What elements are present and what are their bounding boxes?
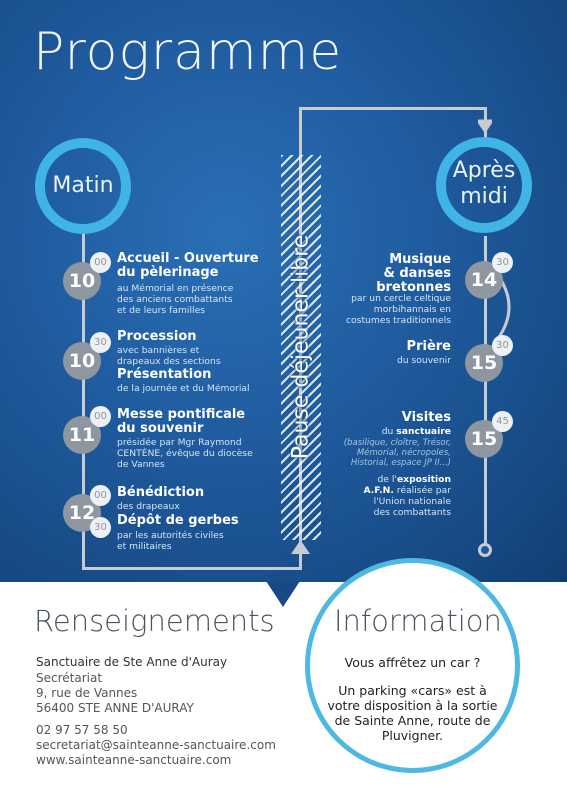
information-title: Information [334, 604, 502, 638]
arrow-right-icon [478, 119, 492, 134]
time-minute: 30 [492, 335, 513, 356]
event-desc-suffix: réalisée par l'Union nationale des comba… [373, 485, 451, 518]
time-minute: 30 [90, 332, 111, 353]
information-text: Un parking «cars» est à votre dispositio… [327, 683, 498, 743]
event-desc: du souvenir [396, 355, 451, 366]
event-desc-prefix: du [381, 426, 397, 437]
information-question: Vous affrêtez un car ? [344, 655, 481, 670]
event-desc: du sanctuaire [382, 426, 451, 437]
timeline-top [299, 107, 485, 110]
pause-hatch [281, 155, 321, 540]
event-desc: de l'exposition A.F.N. réalisée par l'Un… [363, 474, 451, 518]
time-hour: 15 [465, 420, 503, 458]
event-title: Prière [406, 339, 451, 354]
information-ring [305, 558, 520, 773]
event-desc: au Mémorial en présence des anciens comb… [117, 283, 234, 316]
apres-midi-ring [436, 137, 532, 233]
matin-ring [35, 138, 131, 234]
event-desc: par un cercle celtique morbihannais en c… [345, 293, 451, 326]
time-minute: 00 [90, 485, 111, 506]
apres-midi-label: Après midi [452, 158, 516, 209]
time-minute: 30 [492, 252, 513, 273]
timeline-bottom [82, 567, 302, 570]
arrow-up-icon [291, 540, 310, 554]
email-link[interactable]: secretariat@sainteanne-sanctuaire.com [36, 738, 276, 752]
event-title: Dépôt de gerbes [117, 513, 239, 528]
event-title: Messe pontificale du souvenir [117, 407, 246, 436]
event-desc: des drapeaux [117, 501, 180, 512]
event-title: Bénédiction [117, 485, 205, 500]
event-desc-strong: exposition A.F.N. [363, 474, 451, 496]
time-minute: 45 [492, 411, 513, 432]
event-title: Visites [401, 410, 451, 425]
event-title: Procession [117, 329, 197, 344]
timeline-right-lower [484, 236, 487, 548]
address-line: 56400 STE ANNE D'AURAY [36, 701, 194, 715]
event-desc: présidée par Mgr Raymond CENTÈNE, évêque… [117, 437, 253, 470]
page-title: Programme [33, 22, 343, 82]
pointer-icon [266, 581, 300, 607]
event-desc-prefix: de l' [377, 474, 397, 485]
time-minute: 00 [90, 252, 111, 273]
org-name: Sanctuaire de Ste Anne d'Auray [36, 655, 228, 669]
matin-label: Matin [52, 173, 114, 198]
event-desc-strong: sanctuaire [396, 426, 451, 437]
time-minute: 30 [90, 517, 111, 538]
event-title: Accueil - Ouverture du pèlerinage [117, 251, 259, 280]
address-line: Secrétariat [36, 671, 103, 685]
event-desc: avec bannières et drapeaux des sections [117, 345, 221, 367]
address-line: 9, rue de Vannes [36, 686, 138, 700]
website-link[interactable]: www.sainteanne-sanctuaire.com [36, 753, 232, 767]
timeline-end-dot [478, 543, 492, 557]
pause-label: Pause déjeuner libre [288, 234, 314, 460]
event-desc: de la journée et du Mémorial [117, 383, 250, 394]
event-title: Musique & danses bretonnes [376, 252, 451, 295]
phone: 02 97 57 58 50 [36, 723, 128, 737]
event-title: Présentation [117, 367, 212, 382]
event-desc-note: (basilique, cloître, Trésor, Mémorial, n… [343, 438, 451, 468]
event-desc: par les autorités civiles et militaires [117, 530, 224, 552]
renseignements-title: Renseignements [34, 604, 275, 638]
programme-panel: Programme Matin Après midi Pause déjeune… [0, 0, 567, 582]
time-hour: 11 [63, 416, 101, 454]
time-minute: 00 [90, 406, 111, 427]
timeline-left [82, 228, 85, 570]
